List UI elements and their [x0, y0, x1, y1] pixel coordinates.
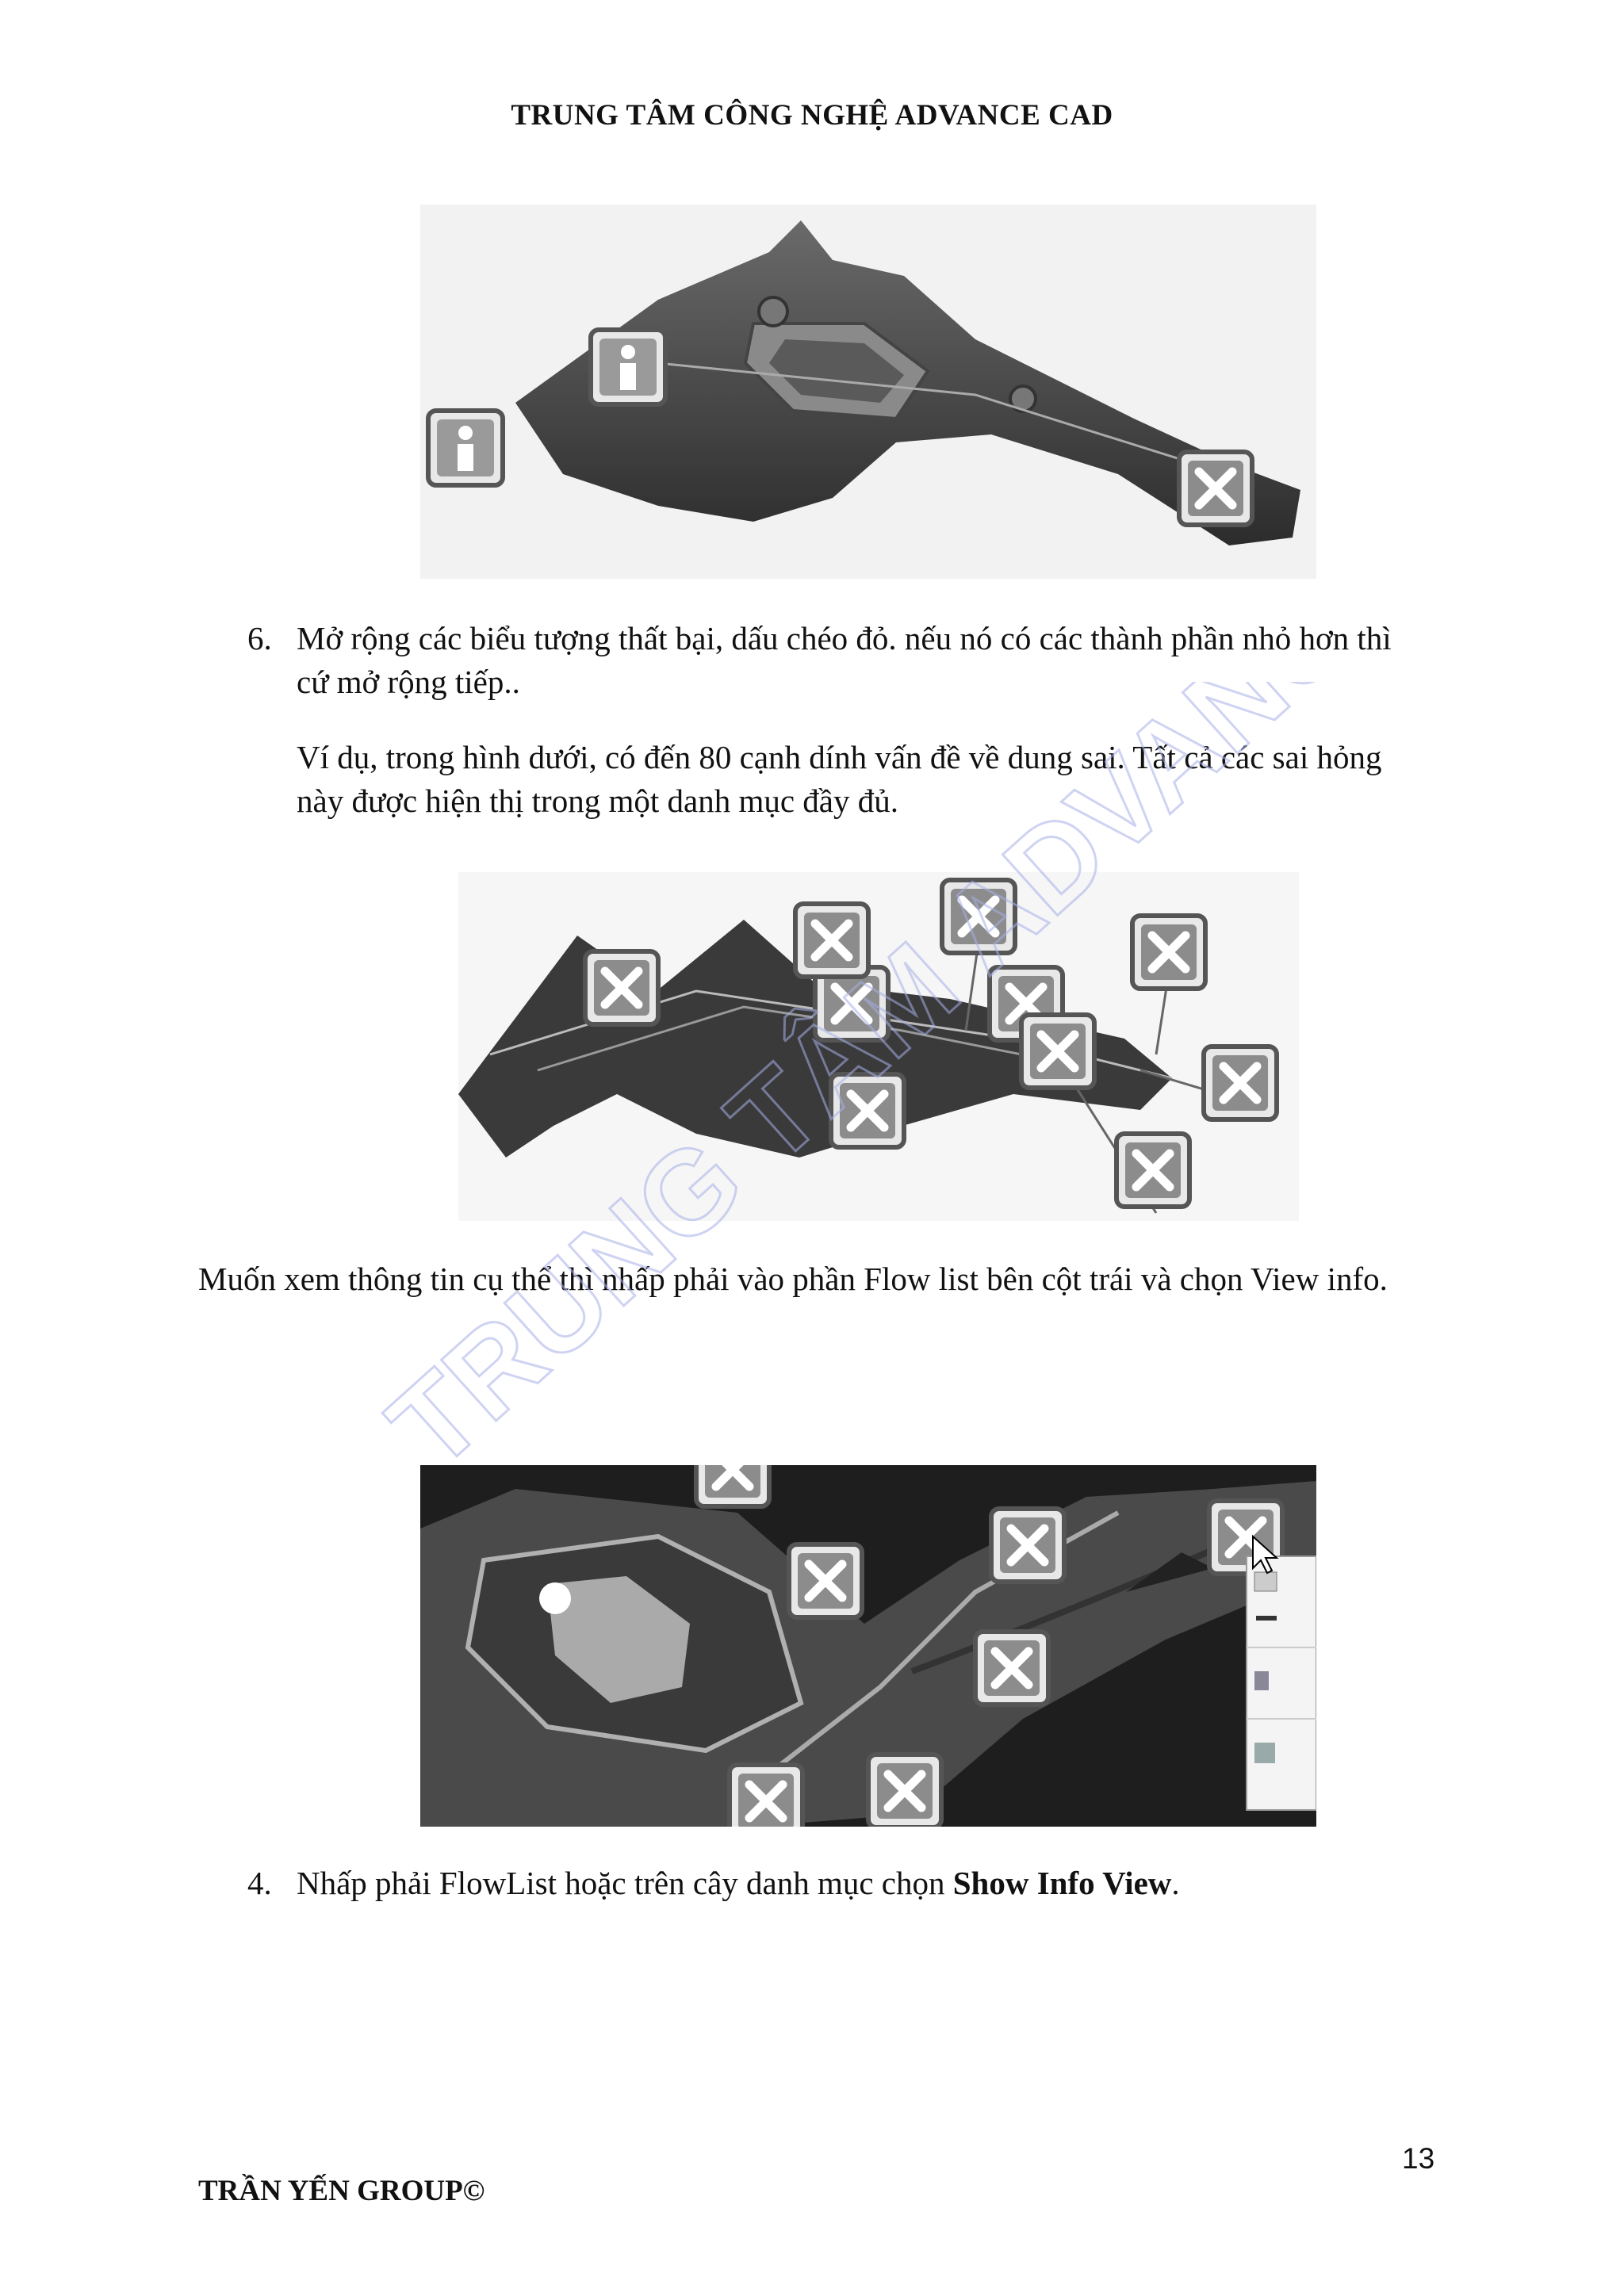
fail-x-icon [1201, 1044, 1279, 1122]
figure-many-failures [458, 872, 1299, 1221]
step4-text-after: . [1171, 1865, 1180, 1901]
figure-context-menu [420, 1465, 1316, 1827]
page-header: TRUNG TÂM CÔNG NGHỆ ADVANCE CAD [511, 99, 1113, 132]
step6-number: 6. [247, 620, 272, 656]
step4-text-before: Nhấp phải FlowList hoặc trên cây danh mụ… [297, 1865, 953, 1901]
footer-group: TRẦN YẾN GROUP© [198, 2175, 485, 2207]
fail-x-icon [829, 1072, 906, 1150]
cursor-icon [1252, 1534, 1279, 1575]
fail-x-icon [940, 878, 1017, 955]
fail-x-icon [583, 949, 661, 1027]
info-icon [426, 408, 505, 488]
fail-x-icon [813, 965, 891, 1043]
fail-x-icon [1114, 1131, 1192, 1209]
step4-text: Nhấp phải FlowList hoặc trên cây danh mụ… [297, 1862, 1423, 1905]
fail-x-icon [1130, 913, 1208, 991]
fail-x-icon [1177, 450, 1254, 527]
step4-number: 4. [247, 1865, 272, 1901]
fail-x-icon [1019, 1012, 1097, 1090]
step6-text: Mở rộng các biểu tượng thất bại, dấu ché… [297, 620, 1392, 700]
figure-part-markers [420, 205, 1316, 579]
step4-bold: Show Info View [952, 1865, 1172, 1901]
info-icon [588, 327, 668, 407]
fail-x-icon [694, 1465, 772, 1509]
example-text: Ví dụ, trong hình dưới, có đến 80 cạnh d… [297, 739, 1382, 819]
context-menu[interactable] [1246, 1556, 1316, 1811]
fail-x-icon [973, 1629, 1051, 1707]
fail-x-icon [787, 1542, 864, 1620]
page-number: 13 [1402, 2142, 1435, 2175]
fail-x-icon [987, 965, 1065, 1043]
flow-info-text: Muốn xem thông tin cụ thể thì nhấp phải … [198, 1261, 1388, 1297]
fail-x-icon [793, 901, 871, 979]
fail-x-icon [727, 1762, 805, 1827]
fail-x-icon [989, 1506, 1067, 1584]
fail-x-icon [866, 1752, 944, 1827]
